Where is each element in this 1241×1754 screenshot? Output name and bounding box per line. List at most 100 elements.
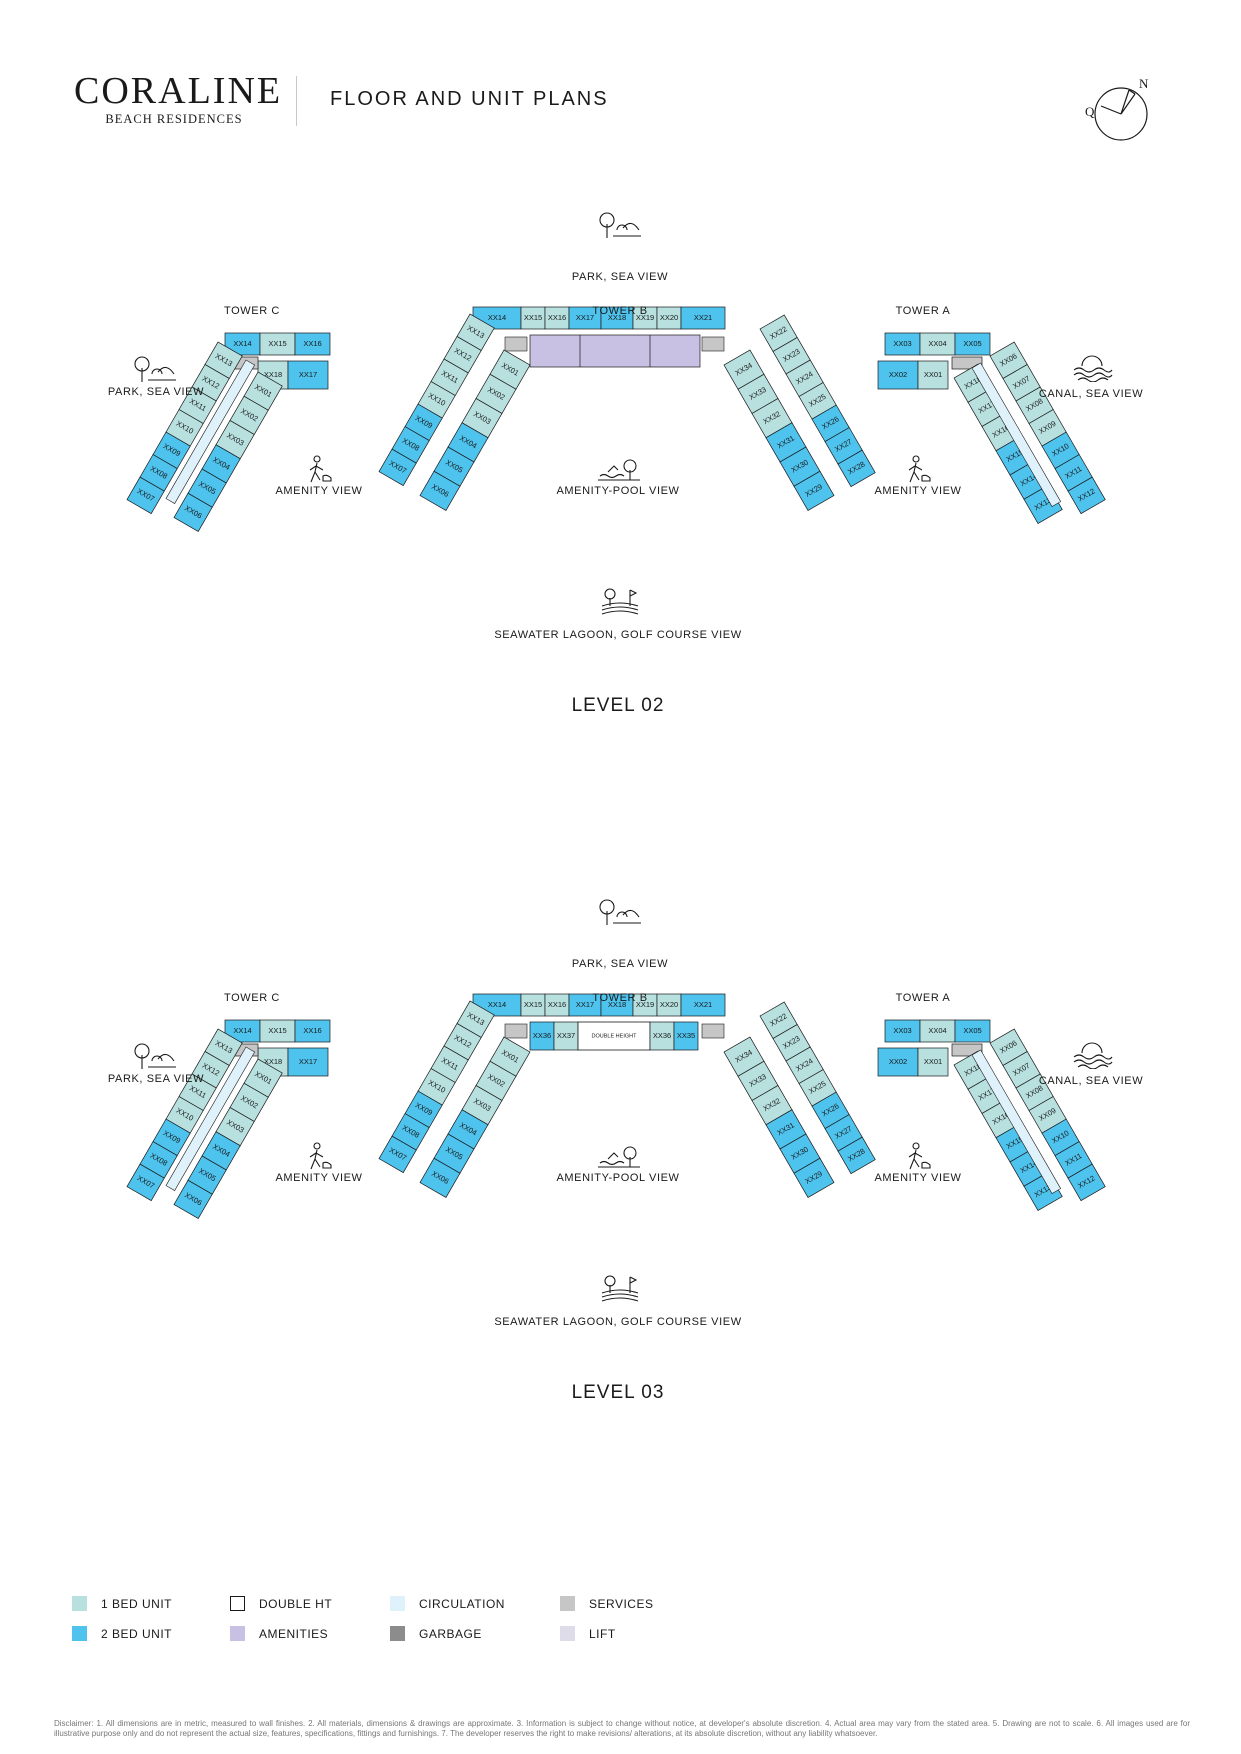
unit-label: XX18 [608, 1000, 626, 1009]
unit-xx02[interactable] [877, 1047, 919, 1077]
unit-xx07[interactable] [126, 476, 165, 515]
unit-label: XX15 [524, 1000, 542, 1009]
legend-item: DOUBLE HT [230, 1596, 332, 1611]
unit-label: XX04 [928, 339, 946, 348]
unit-xx36[interactable] [529, 1021, 555, 1051]
legend-label: CIRCULATION [419, 1596, 505, 1611]
amenity-view-label-left: AMENITY VIEW [275, 485, 363, 497]
page-header: CORALINE BEACH RESIDENCES FLOOR AND UNIT… [0, 0, 1241, 150]
unit-xx16[interactable] [294, 1019, 331, 1043]
tower-a-label: TOWER A [895, 992, 951, 1004]
unit-xx06[interactable] [419, 470, 461, 511]
legend-swatch [560, 1596, 575, 1611]
compass-north: N [1139, 76, 1149, 91]
unit-xx07[interactable] [378, 448, 417, 487]
legend-item: 2 BED UNIT [72, 1626, 172, 1641]
unit-xx21[interactable] [680, 306, 726, 330]
legend-label: 2 BED UNIT [101, 1626, 173, 1641]
unit-label: XX19 [636, 313, 654, 322]
unit-label: XX17 [576, 1000, 594, 1009]
unit-xx36[interactable] [649, 1021, 675, 1051]
legend-label: 1 BED UNIT [101, 1596, 173, 1611]
legend-item: AMENITIES [230, 1626, 328, 1641]
tower-c-label: TOWER C [224, 992, 280, 1004]
unit-xx17[interactable] [287, 360, 329, 390]
unit-xx06[interactable] [173, 1179, 213, 1219]
pool-view-label: AMENITY-POOL VIEW [556, 1172, 680, 1184]
tower-top2-row: XX17 [287, 360, 329, 390]
legend-swatch [230, 1596, 245, 1611]
unit-xx01[interactable] [917, 1047, 949, 1077]
unit-xx29[interactable] [793, 1157, 835, 1198]
brand-subtitle: BEACH RESIDENCES [105, 112, 243, 126]
legend-item: LIFT [560, 1626, 616, 1641]
amenity-view-label-right: AMENITY VIEW [874, 1172, 962, 1184]
unit-label: XX18 [608, 313, 626, 322]
unit-xx29[interactable] [793, 470, 835, 511]
tower-top2-row: XX02 [877, 360, 919, 390]
unit-xx17[interactable] [287, 1047, 329, 1077]
disclaimer: Disclaimer: 1. All dimensions are in met… [54, 1719, 1190, 1738]
level-title: LEVEL 02 [571, 695, 665, 716]
unit-label: XX15 [268, 1026, 286, 1035]
legend-label: AMENITIES [259, 1626, 329, 1641]
unit-xx05[interactable] [954, 332, 991, 356]
brand-name: CORALINE [74, 70, 283, 112]
compass-q: Q [1085, 104, 1095, 119]
unit-label: XX03 [893, 339, 911, 348]
unit-label: XX16 [548, 313, 566, 322]
legend-label: GARBAGE [419, 1626, 482, 1641]
unit-xx06[interactable] [419, 1157, 461, 1198]
unit-xx35[interactable] [673, 1021, 699, 1051]
unit-xx12[interactable] [1067, 476, 1106, 515]
view-label-right: CANAL, SEA VIEW [1038, 388, 1144, 400]
tower-b-label: TOWER B [592, 992, 648, 1004]
view-label-bottom: SEAWATER LAGOON, GOLF COURSE VIEW [494, 1316, 742, 1328]
tower-c-label: TOWER C [224, 305, 280, 317]
amenity-view-label-right: AMENITY VIEW [874, 485, 962, 497]
unit-label: XX21 [694, 1000, 712, 1009]
legend: 1 BED UNIT 2 BED UNIT DOUBLE HT AMENITIES CI… [72, 1596, 1172, 1656]
legend-swatch [72, 1626, 87, 1641]
unit-xx16[interactable] [294, 332, 331, 356]
unit-xx37[interactable] [553, 1021, 579, 1051]
unit-label: XX05 [963, 1026, 981, 1035]
unit-label: XX20 [660, 1000, 678, 1009]
services-block [504, 1023, 528, 1039]
unit-label: XX17 [576, 313, 594, 322]
unit-xx02[interactable] [877, 360, 919, 390]
unit-label: XX16 [303, 339, 321, 348]
amenity-view-label-left: AMENITY VIEW [275, 1172, 363, 1184]
view-label-left: PARK, SEA VIEW [107, 386, 205, 398]
tower-top2-row: XX01 [917, 360, 949, 390]
unit-xx21[interactable] [680, 993, 726, 1017]
unit-xx07[interactable] [126, 1163, 165, 1202]
unit-xx12[interactable] [1067, 1163, 1106, 1202]
unit-label: XX35 [677, 1031, 695, 1040]
unit-xx01[interactable] [917, 360, 949, 390]
unit-xx28[interactable] [837, 1136, 876, 1175]
unit-label: XX02 [889, 1057, 907, 1066]
compass-icon: N Q [1085, 76, 1155, 151]
unit-label: XX02 [889, 370, 907, 379]
unit-label: XX20 [660, 313, 678, 322]
unit-label: XX16 [548, 1000, 566, 1009]
unit-label: XX17 [299, 370, 317, 379]
unit-xx06[interactable] [173, 492, 213, 532]
unit-xx07[interactable] [378, 1135, 417, 1174]
unit-xx28[interactable] [837, 449, 876, 488]
legend-swatch [72, 1596, 87, 1611]
unit-label: XX18 [264, 370, 282, 379]
unit-xx05[interactable] [954, 1019, 991, 1043]
